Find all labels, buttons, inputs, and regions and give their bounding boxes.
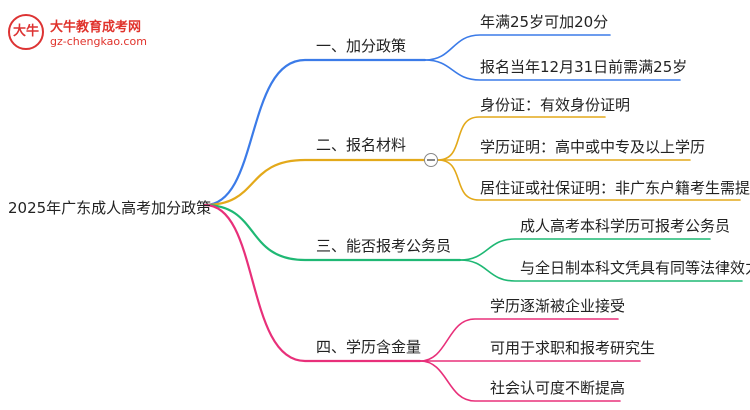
branch-1-child-2-connector [424, 59, 681, 81]
branch-2-collapse-toggle[interactable] [424, 153, 438, 167]
branch-3-label[interactable]: 三、能否报考公务员 [316, 237, 452, 255]
branch-3-connector [203, 203, 462, 262]
branch-1-child-1: 年满25岁可加20分 [480, 13, 609, 31]
branch-4-child-2: 可用于求职和报考研究生 [490, 339, 656, 357]
brand-url: gz-chengkao.com [50, 35, 147, 48]
branch-3-child-2-connector [459, 259, 743, 282]
branch-1-child-2: 报名当年12月31日前需满25岁 [480, 58, 688, 76]
brand-logo: 大牛 大牛教育成考网 gz-chengkao.com [8, 14, 178, 56]
branch-1-child-1-connector [424, 34, 611, 61]
brand-mark-icon: 大牛 [8, 14, 44, 50]
branch-4-child-1-connector [419, 318, 619, 362]
branch-2-connector [203, 158, 426, 207]
branch-2-child-3-connector [437, 159, 741, 201]
branch-4-child-3-connector [419, 360, 621, 402]
branch-1-connector [203, 58, 427, 207]
branch-2-child-1-connector [437, 116, 606, 161]
branch-3-child-1: 成人高考本科学历可报考公务员 [520, 217, 731, 235]
branch-2-child-3: 居住证或社保证明：非广东户籍考生需提供 [480, 179, 750, 197]
branch-2-child-1: 身份证：有效身份证明 [480, 96, 631, 114]
brand-title: 大牛教育成考网 [50, 20, 142, 35]
branch-2-label[interactable]: 二、报名材料 [316, 136, 407, 154]
branch-1-label[interactable]: 一、加分政策 [316, 37, 407, 55]
branch-4-connector [203, 203, 422, 363]
root-node: 2025年广东成人高考加分政策 [8, 199, 212, 217]
branch-4-child-1: 学历逐渐被企业接受 [490, 297, 626, 315]
branch-3-child-2: 与全日制本科文凭具有同等法律效力 [520, 259, 750, 277]
branch-2-child-2: 学历证明：高中或中专及以上学历 [480, 138, 706, 156]
branch-3-child-1-connector [459, 238, 711, 261]
branch-4-child-3: 社会认可度不断提高 [490, 379, 626, 397]
branch-4-label[interactable]: 四、学历含金量 [316, 338, 422, 356]
